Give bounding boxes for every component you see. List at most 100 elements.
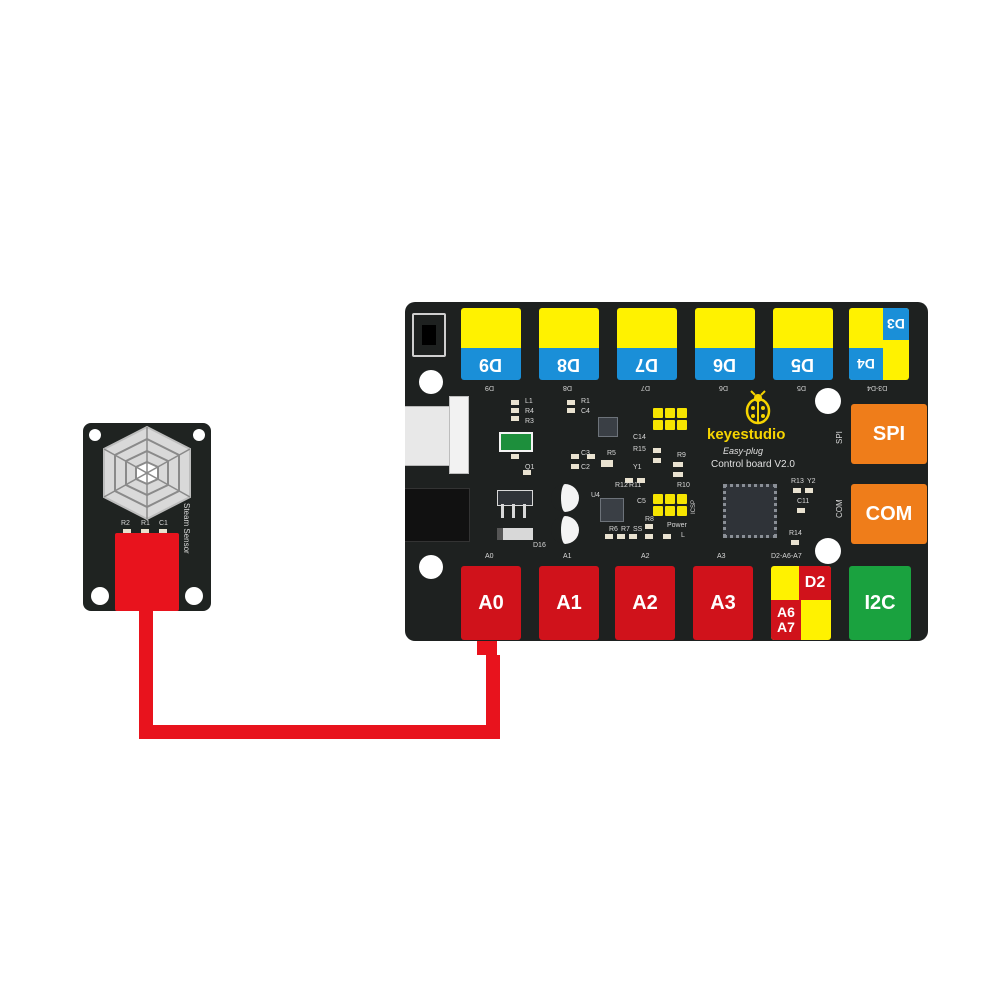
board-model-line2: Control board V2.0 — [711, 459, 795, 470]
smd-part — [645, 524, 653, 529]
port-d5-pins — [773, 308, 833, 349]
sensor-connector[interactable] — [115, 533, 179, 611]
silk-r6: R6 — [609, 526, 618, 533]
steam-sensor-module: R2 R1 C1 Steam Sensor — [83, 423, 211, 611]
smd-part — [637, 478, 645, 483]
silk-c5: C5 — [637, 498, 646, 505]
port-d9-pins — [461, 308, 521, 349]
silk-a1: A1 — [563, 553, 572, 560]
port-i2c[interactable]: I2C — [849, 566, 911, 640]
regulator-pin — [501, 504, 504, 518]
icsp-pin — [665, 420, 675, 430]
smd-part — [797, 508, 805, 513]
smd-part — [629, 534, 637, 539]
port-d2-label: D2 — [799, 566, 831, 600]
silk-d5: D5 — [797, 384, 806, 391]
smd-part — [523, 470, 531, 475]
silk-c11: C11 — [797, 498, 810, 505]
port-d2-a6-a7[interactable]: D2 A6 A7 — [771, 566, 831, 640]
silk-d9: D9 — [485, 384, 494, 391]
icsp-pin — [653, 506, 663, 516]
reset-button-cap — [422, 325, 436, 345]
mounting-hole — [419, 555, 443, 579]
port-d9[interactable]: D9 — [461, 308, 521, 380]
diode-d16 — [497, 528, 533, 540]
silk-r7: R7 — [621, 526, 630, 533]
silk-d6: D6 — [719, 384, 728, 391]
silk-r1: R1 — [581, 398, 590, 405]
port-d8-pins — [539, 308, 599, 349]
silk-r3: R3 — [525, 418, 534, 425]
smd-part — [673, 472, 683, 477]
silk-y2: Y2 — [807, 478, 816, 485]
regulator-pin — [512, 504, 515, 518]
silk-power: Power — [667, 522, 687, 529]
usb-port-shell — [449, 396, 469, 474]
icsp-pin — [653, 420, 663, 430]
smd-part — [617, 534, 625, 539]
silk-a0: A0 — [485, 553, 494, 560]
voltage-regulator — [497, 490, 533, 506]
port-d7-label: D7 — [617, 348, 677, 380]
icsp-pin — [665, 506, 675, 516]
icsp-pin — [677, 408, 687, 418]
smd-part — [653, 458, 661, 463]
silk-y1: Y1 — [633, 464, 642, 471]
silk-spi: SPI — [835, 431, 844, 444]
brand-name: keyestudio — [707, 426, 786, 443]
silk-r9: R9 — [677, 452, 686, 459]
capacitor — [551, 516, 579, 544]
port-d3-d4[interactable]: D3 D4 — [849, 308, 909, 380]
port-d7[interactable]: D7 — [617, 308, 677, 380]
silk-icsp: ICSP — [691, 499, 697, 514]
capacitor — [551, 484, 579, 512]
regulator-pin — [523, 504, 526, 518]
silk-r8: R8 — [645, 516, 654, 523]
silk-d16: D16 — [533, 542, 546, 549]
port-a7-text: A7 — [777, 619, 795, 635]
silk-l: L — [681, 532, 685, 539]
mounting-hole — [419, 370, 443, 394]
port-a0[interactable]: A0 — [461, 566, 521, 640]
port-com[interactable]: COM — [851, 484, 927, 544]
port-d6[interactable]: D6 — [695, 308, 755, 380]
microcontroller-chip — [723, 484, 777, 538]
smd-part — [571, 454, 579, 459]
smd-part — [567, 408, 575, 413]
silk-a3: A3 — [717, 553, 726, 560]
mounting-hole — [193, 429, 205, 441]
steam-sensing-pad — [103, 425, 191, 521]
icsp-pin — [677, 506, 687, 516]
silk-c4: C4 — [581, 408, 590, 415]
silk-ss: SS — [633, 526, 643, 533]
icsp-pin — [665, 408, 675, 418]
port-d5[interactable]: D5 — [773, 308, 833, 380]
mounting-hole — [91, 587, 109, 605]
icsp-pin — [653, 408, 663, 418]
reset-button[interactable] — [412, 313, 446, 357]
sensor-resistor — [141, 529, 149, 534]
port-a2[interactable]: A2 — [615, 566, 675, 640]
port-a3[interactable]: A3 — [693, 566, 753, 640]
port-d5-label: D5 — [773, 348, 833, 380]
wire-plug — [477, 641, 497, 655]
silk-d7: D7 — [641, 384, 650, 391]
silk-d2-a6-a7: D2-A6-A7 — [771, 553, 802, 560]
port-spi[interactable]: SPI — [851, 404, 927, 464]
port-d8[interactable]: D8 — [539, 308, 599, 380]
smd-part — [511, 416, 519, 421]
silk-com: COM — [835, 499, 844, 518]
fuse — [499, 432, 533, 452]
mounting-hole — [815, 538, 841, 564]
silk-r5: R5 — [607, 450, 616, 457]
power-jack[interactable] — [405, 488, 470, 542]
icsp-pin — [677, 420, 687, 430]
smd-part — [673, 462, 683, 467]
silk-r14: R14 — [789, 530, 802, 537]
silk-u4: U4 — [591, 492, 600, 499]
sensor-label-r2: R2 — [121, 520, 130, 527]
port-a6-text: A6 — [777, 604, 795, 620]
port-a1[interactable]: A1 — [539, 566, 599, 640]
sensor-resistor — [123, 529, 131, 534]
